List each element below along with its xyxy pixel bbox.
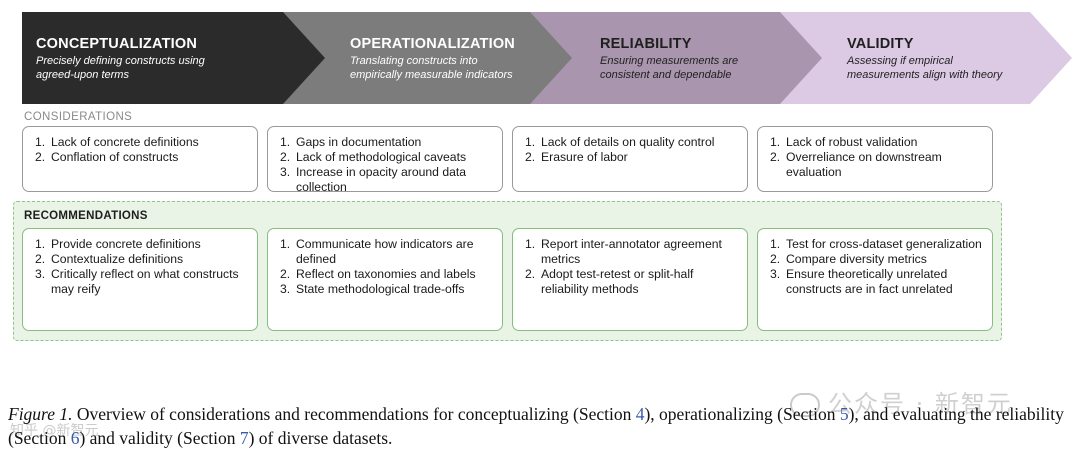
- list-item-text: Contextualize definitions: [51, 252, 184, 266]
- caption-text: Overview of considerations and recommend…: [72, 404, 636, 424]
- recommendations-box-validity: 1.Test for cross-dataset generalization …: [757, 228, 993, 331]
- stage-title: VALIDITY: [847, 36, 914, 52]
- considerations-box-reliability: 1.Lack of details on quality control 2.E…: [512, 126, 748, 192]
- recommendations-list: 1.Test for cross-dataset generalization …: [770, 237, 982, 297]
- caption-text: ), and evaluating the reliability (Secti…: [8, 404, 1064, 448]
- list-item-text: Reflect on taxonomies and labels: [296, 267, 476, 281]
- stage-subtitle: Ensuring measurements are consistent and…: [600, 55, 738, 82]
- considerations-box-validity: 1.Lack of robust validation 2.Overrelian…: [757, 126, 993, 192]
- list-item-text: Gaps in documentation: [296, 135, 422, 149]
- recommendations-heading: RECOMMENDATIONS: [24, 210, 148, 222]
- list-item: 3.Critically reflect on what constructs …: [35, 267, 239, 296]
- list-item: 1.Lack of concrete definitions: [35, 135, 199, 149]
- list-item: 2.Reflect on taxonomies and labels: [280, 267, 476, 281]
- list-item: 3.Ensure theoretically unrelated constru…: [770, 267, 953, 296]
- stage-title: CONCEPTUALIZATION: [36, 36, 198, 52]
- list-item-text: Critically reflect on what constructs ma…: [51, 267, 239, 296]
- list-item: 3.State methodological trade-offs: [280, 282, 465, 296]
- stage-chevron-conceptualization: [22, 12, 325, 104]
- stage-chevron-reliability: [512, 12, 822, 104]
- list-item-text: Communicate how indicators are defined: [296, 237, 474, 266]
- considerations-heading: CONSIDERATIONS: [24, 111, 133, 123]
- list-item: 1.Lack of robust validation: [770, 135, 918, 149]
- recommendations-list: 1.Report inter-annotator agreement metri…: [525, 237, 737, 297]
- list-item: 2.Contextualize definitions: [35, 252, 184, 266]
- list-item-text: Increase in opacity around data collecti…: [296, 165, 467, 194]
- stage-conceptualization: CONCEPTUALIZATION Precisely defining con…: [36, 36, 205, 82]
- figure-caption: Figure 1. Overview of considerations and…: [8, 402, 1074, 450]
- stage-title: OPERATIONALIZATION: [350, 36, 515, 52]
- caption-text: ) of diverse datasets.: [248, 428, 393, 448]
- list-item-text: State methodological trade-offs: [296, 282, 465, 296]
- stage-subtitle-line: measurements align with theory: [847, 68, 1003, 81]
- list-item-text: Compare diversity metrics: [786, 252, 927, 266]
- stage-subtitle: Assessing if empirical measurements alig…: [847, 55, 1002, 82]
- list-item-text: Provide concrete definitions: [51, 237, 201, 251]
- considerations-list: 1.Lack of robust validation 2.Overrelian…: [770, 135, 982, 180]
- recommendations-box-operationalization: 1.Communicate how indicators are defined…: [267, 228, 503, 331]
- stage-subtitle: Translating constructs into empirically …: [350, 55, 515, 82]
- list-item: 2.Lack of methodological caveats: [280, 150, 467, 164]
- list-item-text: Lack of robust validation: [786, 135, 918, 149]
- list-item: 2.Conflation of constructs: [35, 150, 179, 164]
- section-link[interactable]: 7: [239, 428, 249, 448]
- list-item-text: Overreliance on downstream evaluation: [786, 150, 942, 179]
- watermark-secondary: 知乎 @新智元: [10, 423, 99, 439]
- list-item: 2.Adopt test-retest or split-half reliab…: [525, 267, 694, 296]
- stage-subtitle-line: empirically measurable indicators: [350, 68, 513, 81]
- list-item: 1.Communicate how indicators are defined: [280, 237, 474, 266]
- considerations-box-conceptualization: 1.Lack of concrete definitions 2.Conflat…: [22, 126, 258, 192]
- figure-label: Figure 1.: [8, 404, 73, 424]
- recommendations-list: 1.Provide concrete definitions 2.Context…: [35, 237, 247, 297]
- stage-subtitle: Precisely defining constructs using agre…: [36, 55, 205, 82]
- considerations-list: 1.Lack of concrete definitions 2.Conflat…: [35, 135, 247, 165]
- stage-reliability: RELIABILITY Ensuring measurements are co…: [600, 36, 738, 82]
- list-item-text: Test for cross-dataset generalization: [786, 237, 982, 251]
- list-item: 1.Test for cross-dataset generalization: [770, 237, 982, 251]
- list-item: 1.Lack of details on quality control: [525, 135, 715, 149]
- considerations-list: 1.Lack of details on quality control 2.E…: [525, 135, 737, 165]
- considerations-list: 1.Gaps in documentation 2.Lack of method…: [280, 135, 492, 195]
- list-item-text: Ensure theoretically unrelated construct…: [786, 267, 953, 296]
- stage-subtitle-line: agreed-upon terms: [36, 68, 129, 81]
- stage-subtitle-line: Precisely defining constructs using: [36, 55, 205, 67]
- list-item-text: Erasure of labor: [541, 150, 628, 164]
- wechat-icon: [790, 393, 820, 417]
- list-item: 1.Report inter-annotator agreement metri…: [525, 237, 722, 266]
- list-item: 2.Erasure of labor: [525, 150, 628, 164]
- recommendations-box-conceptualization: 1.Provide concrete definitions 2.Context…: [22, 228, 258, 331]
- stage-subtitle-line: consistent and dependable: [600, 68, 732, 81]
- stage-subtitle-line: Assessing if empirical: [847, 55, 953, 67]
- stage-chevron-validity: [765, 12, 1072, 104]
- caption-text: ) and validity (Section: [79, 428, 240, 448]
- stage-validity: VALIDITY Assessing if empirical measurem…: [847, 36, 1002, 82]
- watermark-text: 公众号 · 新智元: [828, 390, 1013, 418]
- list-item: 1.Provide concrete definitions: [35, 237, 201, 251]
- watermark: 公众号 · 新智元: [790, 384, 1013, 419]
- section-link[interactable]: 6: [70, 428, 80, 448]
- caption-text: ), operationalizing (Section: [644, 404, 840, 424]
- list-item: 1.Gaps in documentation: [280, 135, 422, 149]
- stage-subtitle-line: Ensuring measurements are: [600, 55, 739, 67]
- stage-title: RELIABILITY: [600, 36, 692, 52]
- list-item: 2.Overreliance on downstream evaluation: [770, 150, 942, 179]
- considerations-box-operationalization: 1.Gaps in documentation 2.Lack of method…: [267, 126, 503, 195]
- list-item: 2.Compare diversity metrics: [770, 252, 927, 266]
- recommendations-list: 1.Communicate how indicators are defined…: [280, 237, 492, 297]
- list-item-text: Adopt test-retest or split-half reliabil…: [541, 267, 694, 296]
- section-link[interactable]: 4: [635, 404, 645, 424]
- list-item-text: Report inter-annotator agreement metrics: [541, 237, 722, 266]
- list-item-text: Lack of concrete definitions: [51, 135, 199, 149]
- list-item: 3.Increase in opacity around data collec…: [280, 165, 467, 194]
- section-link[interactable]: 5: [839, 404, 849, 424]
- list-item-text: Conflation of constructs: [51, 150, 179, 164]
- stage-operationalization: OPERATIONALIZATION Translating construct…: [350, 36, 515, 82]
- list-item-text: Lack of details on quality control: [541, 135, 715, 149]
- stage-subtitle-line: Translating constructs into: [350, 55, 478, 67]
- recommendations-box-reliability: 1.Report inter-annotator agreement metri…: [512, 228, 748, 331]
- list-item-text: Lack of methodological caveats: [296, 150, 467, 164]
- stage-chevron-operationalization: [265, 12, 572, 104]
- process-banner: [22, 12, 1072, 104]
